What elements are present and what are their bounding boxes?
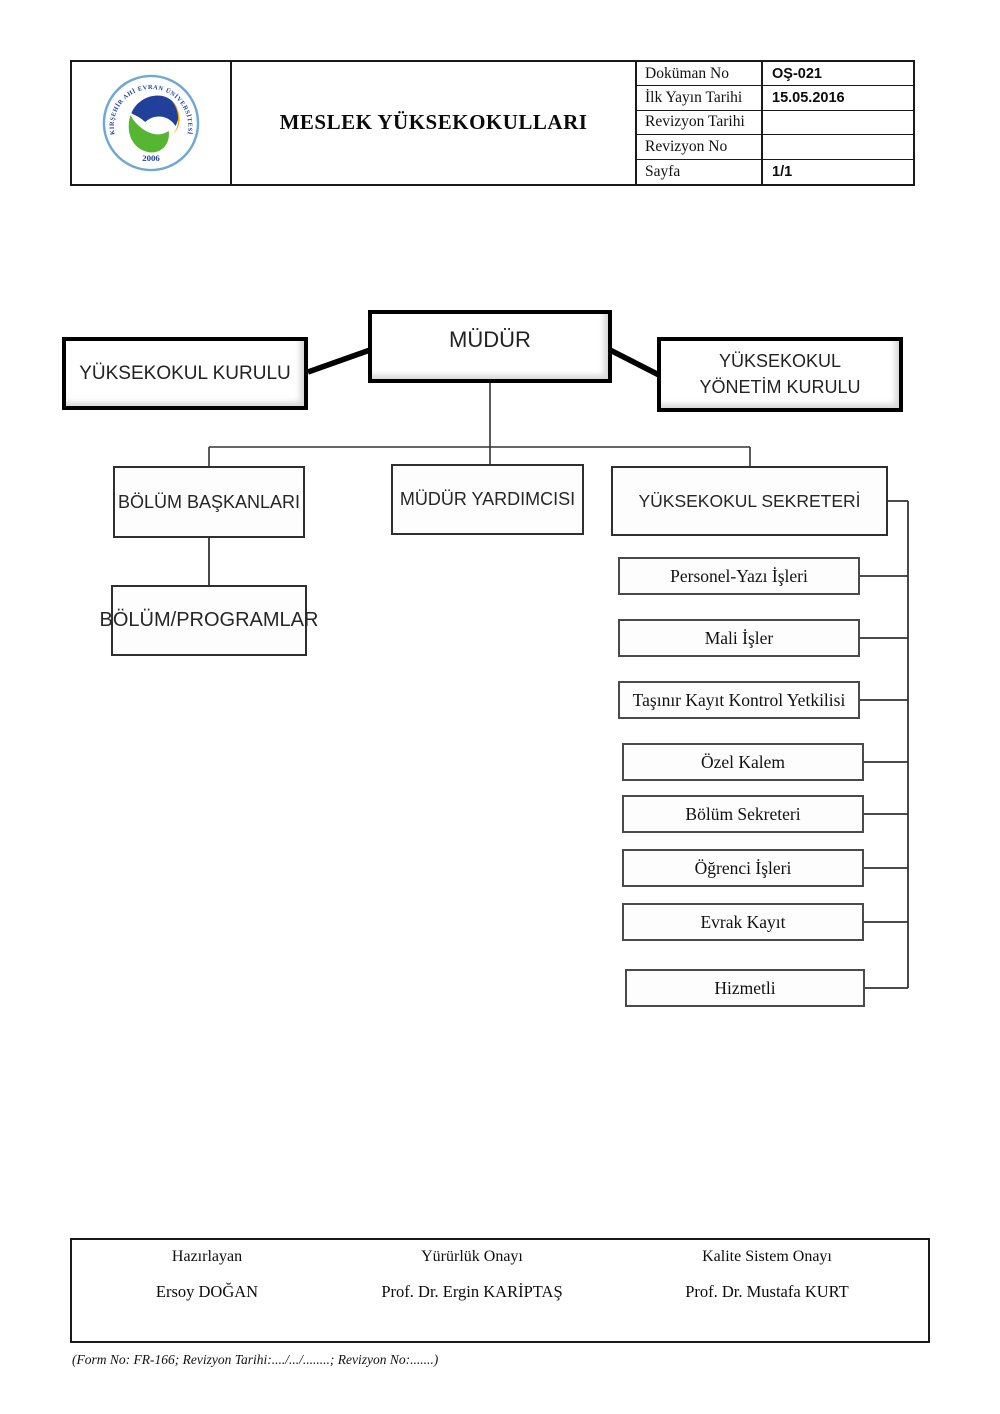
logo-orange-shape	[171, 100, 180, 134]
info-label-sayfa: Sayfa	[637, 159, 763, 184]
info-label-revizyon-tarihi: Revizyon Tarihi	[637, 110, 763, 136]
approval-role: Hazırlayan	[171, 1248, 243, 1265]
info-value-dokuman-no: OŞ-021	[763, 62, 915, 87]
approval-role: Kalite Sistem Onayı	[702, 1248, 832, 1265]
info-label-revizyon-no: Revizyon No	[637, 135, 763, 160]
info-value-revizyon-tarihi	[763, 111, 915, 136]
org-box-mudur-yardimcisi: MÜDÜR YARDIMCISI	[391, 464, 584, 535]
logo-green-shape	[128, 115, 169, 153]
org-box-evrak-kayit: Evrak Kayıt	[622, 903, 864, 941]
org-box-yuksekokul-sekreteri: YÜKSEKOKUL SEKRETERİ	[611, 466, 888, 536]
info-value-ilk-yayin: 15.05.2016	[763, 86, 915, 111]
logo-cell: KIRŞEHİR AHİ EVRAN ÜNİVERSİTESİ 2006	[72, 62, 232, 184]
org-box-yonetim-kurulu: YÜKSEKOKUL YÖNETİM KURULU	[657, 337, 903, 412]
org-box-ogrenci-isleri: Öğrenci İşleri	[622, 849, 864, 887]
document-title: MESLEK YÜKSEKOKULLARI	[232, 62, 637, 184]
org-box-mudur: MÜDÜR	[368, 310, 612, 383]
org-box-yuksekokul-kurulu: YÜKSEKOKUL KURULU	[62, 337, 308, 410]
info-label-dokuman-no: Doküman No	[637, 62, 763, 87]
org-box-bolum-programlar: BÖLÜM/PROGRAMLAR	[100, 585, 318, 656]
org-box-bolum-baskanlari: BÖLÜM BAŞKANLARI	[113, 466, 305, 538]
header-table: KIRŞEHİR AHİ EVRAN ÜNİVERSİTESİ 2006 MES…	[70, 60, 915, 186]
org-box-bolum-sekreteri: Bölüm Sekreteri	[622, 795, 864, 833]
info-value-sayfa: 1/1	[772, 163, 793, 180]
info-label-ilk-yayin: İlk Yayın Tarihi	[637, 86, 763, 111]
approval-col-kalite: Kalite Sistem Onayı Prof. Dr. Mustafa KU…	[602, 1240, 932, 1341]
info-value-revizyon-no	[763, 135, 915, 160]
university-logo-icon: KIRŞEHİR AHİ EVRAN ÜNİVERSİTESİ 2006	[102, 74, 200, 172]
org-box-mali-isler: Mali İşler	[618, 619, 860, 657]
approval-col-yururluk: Yürürlük Onayı Prof. Dr. Ergin KARİPTAŞ	[342, 1240, 602, 1341]
org-box-ozel-kalem: Özel Kalem	[622, 743, 864, 781]
approval-name: Ersoy DOĞAN	[155, 1282, 259, 1301]
org-box-tasinir-kayit: Taşınır Kayıt Kontrol Yetkilisi	[618, 681, 860, 719]
approval-col-hazirlayan: Hazırlayan Ersoy DOĞAN	[72, 1240, 342, 1341]
form-footnote: (Form No: FR-166; Revizyon Tarihi:..../.…	[72, 1352, 439, 1367]
org-box-personel-yazi-isleri: Personel-Yazı İşleri	[618, 557, 860, 595]
approval-role: Yürürlük Onayı	[421, 1248, 523, 1265]
logo-blue-shape	[131, 95, 179, 126]
approval-name: Prof. Dr. Mustafa KURT	[685, 1282, 849, 1301]
approval-name: Prof. Dr. Ergin KARİPTAŞ	[381, 1282, 563, 1301]
org-box-hizmetli: Hizmetli	[625, 969, 865, 1007]
approval-table: Hazırlayan Ersoy DOĞAN Yürürlük Onayı Pr…	[70, 1238, 930, 1343]
logo-year: 2006	[142, 153, 160, 163]
